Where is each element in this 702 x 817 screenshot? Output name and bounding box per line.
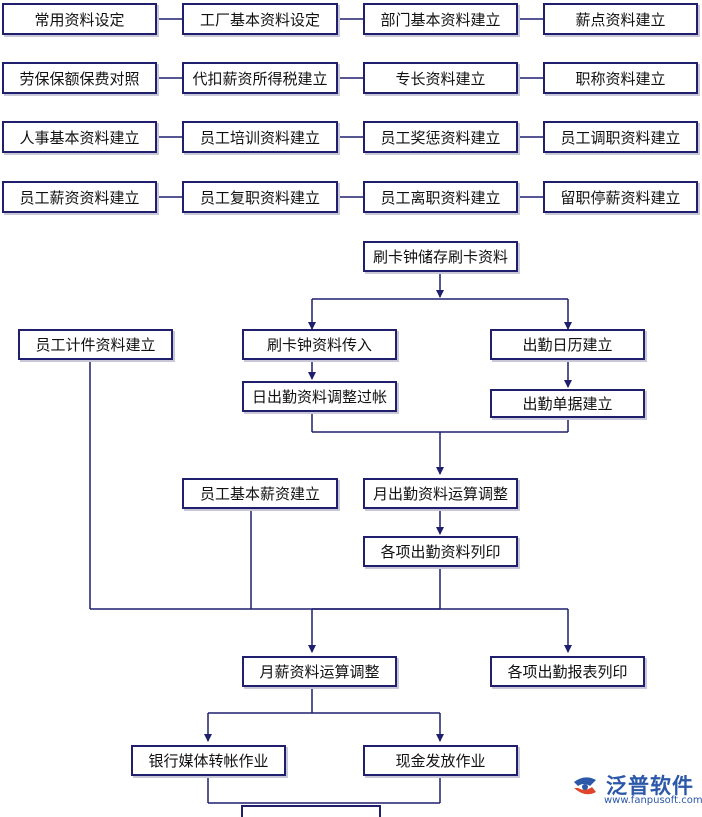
grid-box-unpaid-leave: 留职停薪资料建立 [543,181,698,213]
grid-box-job-title: 职称资料建立 [543,62,698,94]
grid-box-transfer: 员工调职资料建立 [543,121,698,153]
flow-box-card-storage: 刷卡钟储存刷卡资料 [363,241,518,272]
box-label: 员工复职资料建立 [199,188,320,207]
box-label: 日出勤资料调整过帐 [251,388,387,406]
flow-box-attendance-doc: 出勤单据建立 [490,389,645,418]
logo-url: www.fanpusoft.com [604,795,702,806]
box-label: 员工调职资料建立 [560,128,681,147]
box-label: 人事基本资料建立 [19,128,140,147]
grid-box-factory-basic: 工厂基本资料设定 [182,3,338,35]
flow-box-attendance-print: 各项出勤资料列印 [363,536,518,567]
box-label: 员工基本薪资建立 [199,485,320,503]
flow-box-monthly-salary: 月薪资料运算调整 [242,656,397,687]
flow-box-cash-payment: 现金发放作业 [363,745,518,776]
box-label: 专长资料建立 [395,69,486,88]
box-label: 留职停薪资料建立 [560,188,681,207]
grid-box-labor-insurance: 劳保保额保费对照 [2,62,157,94]
box-label: 职称资料建立 [575,69,666,88]
flow-box-attendance-report: 各项出勤报表列印 [490,656,645,687]
box-label: 出勤单据建立 [522,395,613,413]
grid-box-rewards-penalties: 员工奖惩资料建立 [363,121,518,153]
fanpu-logo: 泛普软件 www.fanpusoft.com [570,770,702,810]
grid-box-department-basic: 部门基本资料建立 [363,3,518,35]
box-label: 员工薪资资料建立 [19,188,140,207]
box-label: 月薪资料运算调整 [259,663,380,681]
box-label: 员工培训资料建立 [199,128,320,147]
box-label: 员工计件资料建立 [35,336,156,354]
flow-box-basic-salary: 员工基本薪资建立 [182,478,338,509]
box-label: 月出勤资料运算调整 [372,485,508,503]
box-label: 工厂基本资料设定 [199,10,320,29]
box-label: 各项出勤资料列印 [380,543,501,561]
flow-box-bank-transfer: 银行媒体转帐作业 [131,745,286,776]
grid-box-reinstatement: 员工复职资料建立 [182,181,338,213]
fanpu-logo-icon [574,777,596,795]
flow-box-card-import: 刷卡钟资料传入 [242,329,397,360]
box-label: 部门基本资料建立 [380,10,501,29]
box-label: 刷卡钟储存刷卡资料 [372,248,508,266]
box-label: 各项出勤报表列印 [507,663,628,681]
box-label: 刷卡钟资料传入 [266,336,372,354]
flow-box-piece-rate: 员工计件资料建立 [18,329,173,360]
box-label: 员工奖惩资料建立 [380,128,501,147]
box-label: 银行媒体转帐作业 [148,752,269,770]
grid-box-common-settings: 常用资料设定 [2,3,157,35]
flow-box-daily-posting: 日出勤资料调整过帐 [242,381,397,412]
logo-name: 泛普软件 [606,774,694,798]
grid-box-hr-basic: 人事基本资料建立 [2,121,157,153]
bottom-box-partial [241,805,381,817]
box-label: 出勤日历建立 [522,336,613,354]
flow-box-monthly-calc: 月出勤资料运算调整 [363,478,518,509]
box-label: 员工离职资料建立 [380,188,501,207]
grid-box-resignation: 员工离职资料建立 [363,181,518,213]
box-label: 代扣薪资所得税建立 [192,69,328,88]
box-label: 薪点资料建立 [575,10,666,29]
flow-box-attendance-calendar: 出勤日历建立 [490,329,645,360]
grid-box-expertise: 专长资料建立 [363,62,518,94]
grid-box-training: 员工培训资料建立 [182,121,338,153]
grid-box-salary-points: 薪点资料建立 [543,3,698,35]
box-label: 劳保保额保费对照 [19,69,140,88]
box-label: 常用资料设定 [34,10,125,29]
box-label: 现金发放作业 [395,752,486,770]
grid-box-income-tax: 代扣薪资所得税建立 [182,62,338,94]
grid-box-employee-salary: 员工薪资资料建立 [2,181,157,213]
